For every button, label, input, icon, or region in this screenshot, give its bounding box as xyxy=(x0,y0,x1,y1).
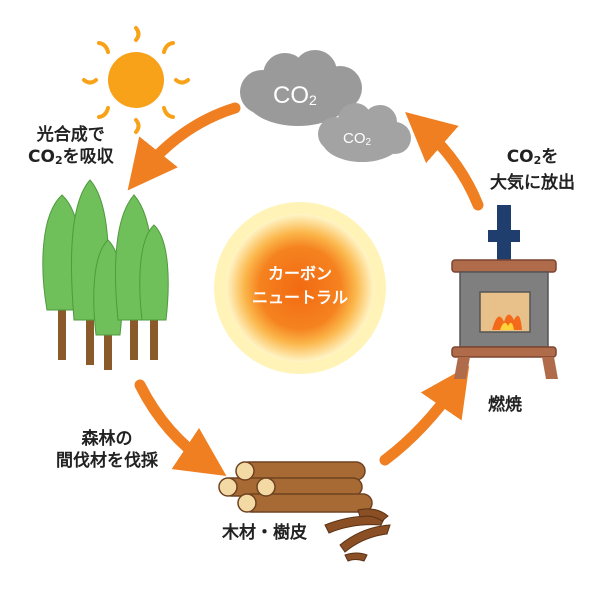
combustion-label: 燃焼 xyxy=(488,394,522,416)
sun-icon xyxy=(82,26,190,134)
center-line-1: カーボン xyxy=(267,264,332,283)
cloud-large-label: CO2 xyxy=(273,82,317,110)
bark-icon xyxy=(324,508,391,562)
cloud-small-subscript: 2 xyxy=(365,137,372,148)
thinning-line-1: 森林の xyxy=(81,429,133,449)
carbon-neutral-label: カーボン ニュートラル xyxy=(230,262,370,310)
cloud-small-text: CO xyxy=(343,130,366,147)
forest-icon xyxy=(42,179,169,370)
photosynthesis-line-2: CO2を吸収 xyxy=(28,146,114,172)
wood-text: 木材・樹皮 xyxy=(222,523,307,543)
cloud-small-label: CO2 xyxy=(343,130,371,148)
photosynthesis-co: CO xyxy=(28,147,55,167)
arrow-forest-to-wood xyxy=(134,379,227,476)
center-line-2: ニュートラル xyxy=(251,288,348,307)
photosynthesis-subscript: 2 xyxy=(54,154,63,167)
combustion-text: 燃焼 xyxy=(488,395,522,415)
wood-label: 木材・樹皮 xyxy=(222,522,307,544)
release-subscript: 2 xyxy=(533,154,542,167)
release-co: CO xyxy=(506,147,534,167)
photosynthesis-label: 光合成で CO2を吸収 xyxy=(28,124,114,172)
release-suffix: を xyxy=(541,147,559,167)
photosynthesis-suffix: を吸収 xyxy=(62,147,114,167)
cloud-small-icon xyxy=(318,103,411,162)
center-circle xyxy=(226,214,374,362)
stove-icon xyxy=(451,205,558,379)
photosynthesis-line-1: 光合成で xyxy=(36,125,105,145)
release-label: CO2を 大気に放出 xyxy=(490,146,575,194)
cloud-large-text: CO xyxy=(273,82,309,109)
arrow-stove-to-cloud xyxy=(405,111,484,211)
thinning-label: 森林の 間伐材を伐採 xyxy=(56,428,158,472)
thinning-line-2: 間伐材を伐採 xyxy=(56,451,158,471)
release-line-2: 大気に放出 xyxy=(490,173,575,193)
arrow-wood-to-stove xyxy=(379,365,470,466)
release-line-1: CO2を xyxy=(490,146,575,172)
cloud-large-icon xyxy=(240,50,362,126)
logs-icon xyxy=(218,461,373,513)
arrow-to-forest xyxy=(127,102,241,191)
cloud-large-subscript: 2 xyxy=(309,92,317,108)
